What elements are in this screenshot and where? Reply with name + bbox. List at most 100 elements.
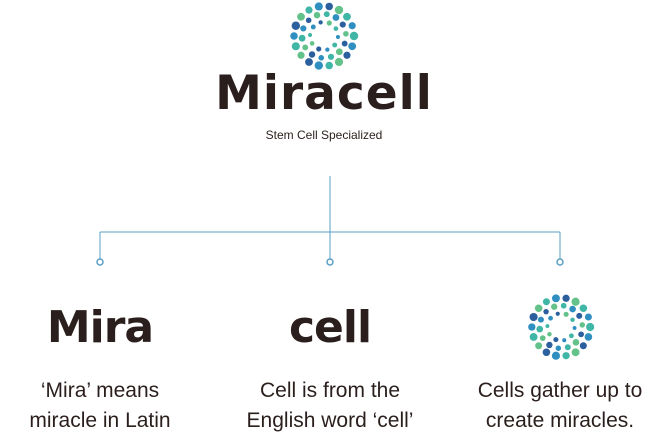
cluster-dot — [553, 337, 559, 343]
cluster-dot — [529, 333, 538, 341]
cluster-dot — [318, 20, 323, 25]
cluster-dot — [305, 58, 313, 66]
cluster-dot — [339, 21, 346, 28]
cluster-dot — [586, 322, 595, 332]
cluster-dot — [560, 302, 567, 309]
branch-node-right — [556, 258, 564, 266]
cluster-dot — [314, 2, 323, 11]
cluster-dot — [305, 6, 313, 14]
cluster-dot — [555, 311, 560, 316]
cluster-dot — [536, 325, 544, 333]
cluster-dot — [291, 21, 301, 30]
column-title-cell: cell — [288, 302, 372, 353]
cluster-dot — [325, 2, 333, 11]
cluster-dot — [334, 5, 344, 15]
cluster-dot — [537, 316, 544, 323]
cluster-dot — [332, 42, 338, 48]
cluster-dot — [535, 342, 543, 350]
cluster-dot — [571, 297, 580, 306]
cluster-dot — [298, 34, 306, 42]
cluster-dot — [302, 44, 309, 51]
cluster-dot — [348, 22, 356, 30]
cluster-dot — [326, 20, 332, 26]
cluster-dot — [323, 11, 330, 18]
cluster-dot — [297, 51, 305, 59]
cluster-dot — [341, 40, 348, 47]
cluster-dot — [348, 42, 357, 51]
column-text-line: create miracles. — [485, 409, 635, 432]
cluster-dot — [571, 348, 580, 357]
cluster-dot — [564, 344, 571, 351]
cluster-dot — [563, 311, 569, 317]
cluster-dot — [308, 51, 316, 58]
cluster-dot — [562, 338, 567, 343]
cluster-dot — [569, 305, 576, 313]
cluster-dot — [546, 341, 553, 349]
cluster-dot — [343, 12, 351, 21]
column-text-mira: ‘Mira’ means miracle in Latin — [0, 376, 208, 436]
cluster-dot — [579, 342, 587, 350]
cluster-dot — [579, 304, 588, 313]
cluster-dot — [313, 11, 321, 19]
cluster-dot — [349, 31, 359, 41]
cluster-dot — [555, 345, 562, 351]
cluster-dot — [584, 333, 593, 341]
cluster-dot — [290, 32, 298, 40]
cluster-dot — [300, 25, 307, 32]
cluster-dot — [335, 35, 340, 39]
cluster-dot — [569, 333, 574, 339]
cluster-dot — [528, 323, 536, 331]
cluster-dot — [547, 331, 552, 337]
cluster-dot — [335, 48, 343, 56]
cluster-dot — [309, 41, 315, 46]
cell-cluster-icon — [528, 294, 595, 360]
column-text-cell: Cell is from the English word ‘cell’ — [222, 376, 438, 436]
cluster-dot — [325, 47, 330, 52]
cluster-dot — [332, 14, 340, 21]
cluster-dot — [570, 317, 575, 323]
cluster-dot — [548, 315, 553, 321]
column-text-line: Cell is from the — [259, 379, 401, 402]
column-text-line: Cells gather up to — [477, 379, 643, 402]
cluster-dot — [562, 352, 570, 360]
cluster-dot — [539, 335, 546, 341]
column-text-line: ‘Mira’ means — [40, 379, 160, 402]
cluster-dot — [325, 61, 333, 70]
cluster-dot — [316, 46, 322, 52]
cluster-dot — [572, 339, 580, 346]
cluster-dot — [579, 322, 586, 328]
cluster-dot — [551, 294, 560, 303]
cluster-dot — [542, 298, 550, 306]
cluster-dot — [310, 24, 316, 30]
column-text-line: miracle in Latin — [29, 409, 171, 432]
brand-tagline: Stem Cell Specialized — [265, 128, 383, 142]
cluster-dot — [343, 31, 349, 37]
cluster-dot — [562, 294, 570, 302]
cluster-dot — [551, 303, 558, 310]
cluster-dot — [572, 326, 577, 330]
cluster-dot — [543, 308, 549, 315]
cluster-dot — [314, 61, 323, 70]
cluster-dot — [333, 26, 339, 31]
cluster-dot — [578, 331, 584, 338]
branch-node-middle — [326, 258, 334, 266]
cell-cluster-logo-icon — [290, 2, 359, 70]
cluster-dot — [291, 42, 300, 51]
column-title-mira: Mira — [46, 302, 154, 353]
cluster-dot — [327, 53, 335, 60]
cluster-dot — [584, 313, 592, 321]
cluster-dot — [305, 17, 312, 24]
branch-node-left — [96, 258, 104, 266]
column-text-line: English word ‘cell’ — [246, 409, 414, 432]
cluster-dot — [297, 12, 305, 21]
cluster-dot — [534, 304, 543, 313]
cluster-dot — [551, 351, 561, 360]
cluster-dot — [545, 324, 550, 328]
cluster-dot — [343, 51, 351, 59]
cluster-dot — [529, 312, 538, 322]
brand-title: Miracell — [215, 66, 433, 121]
cluster-dot — [576, 312, 583, 319]
cluster-dot — [318, 55, 325, 61]
cluster-dot — [308, 33, 313, 37]
